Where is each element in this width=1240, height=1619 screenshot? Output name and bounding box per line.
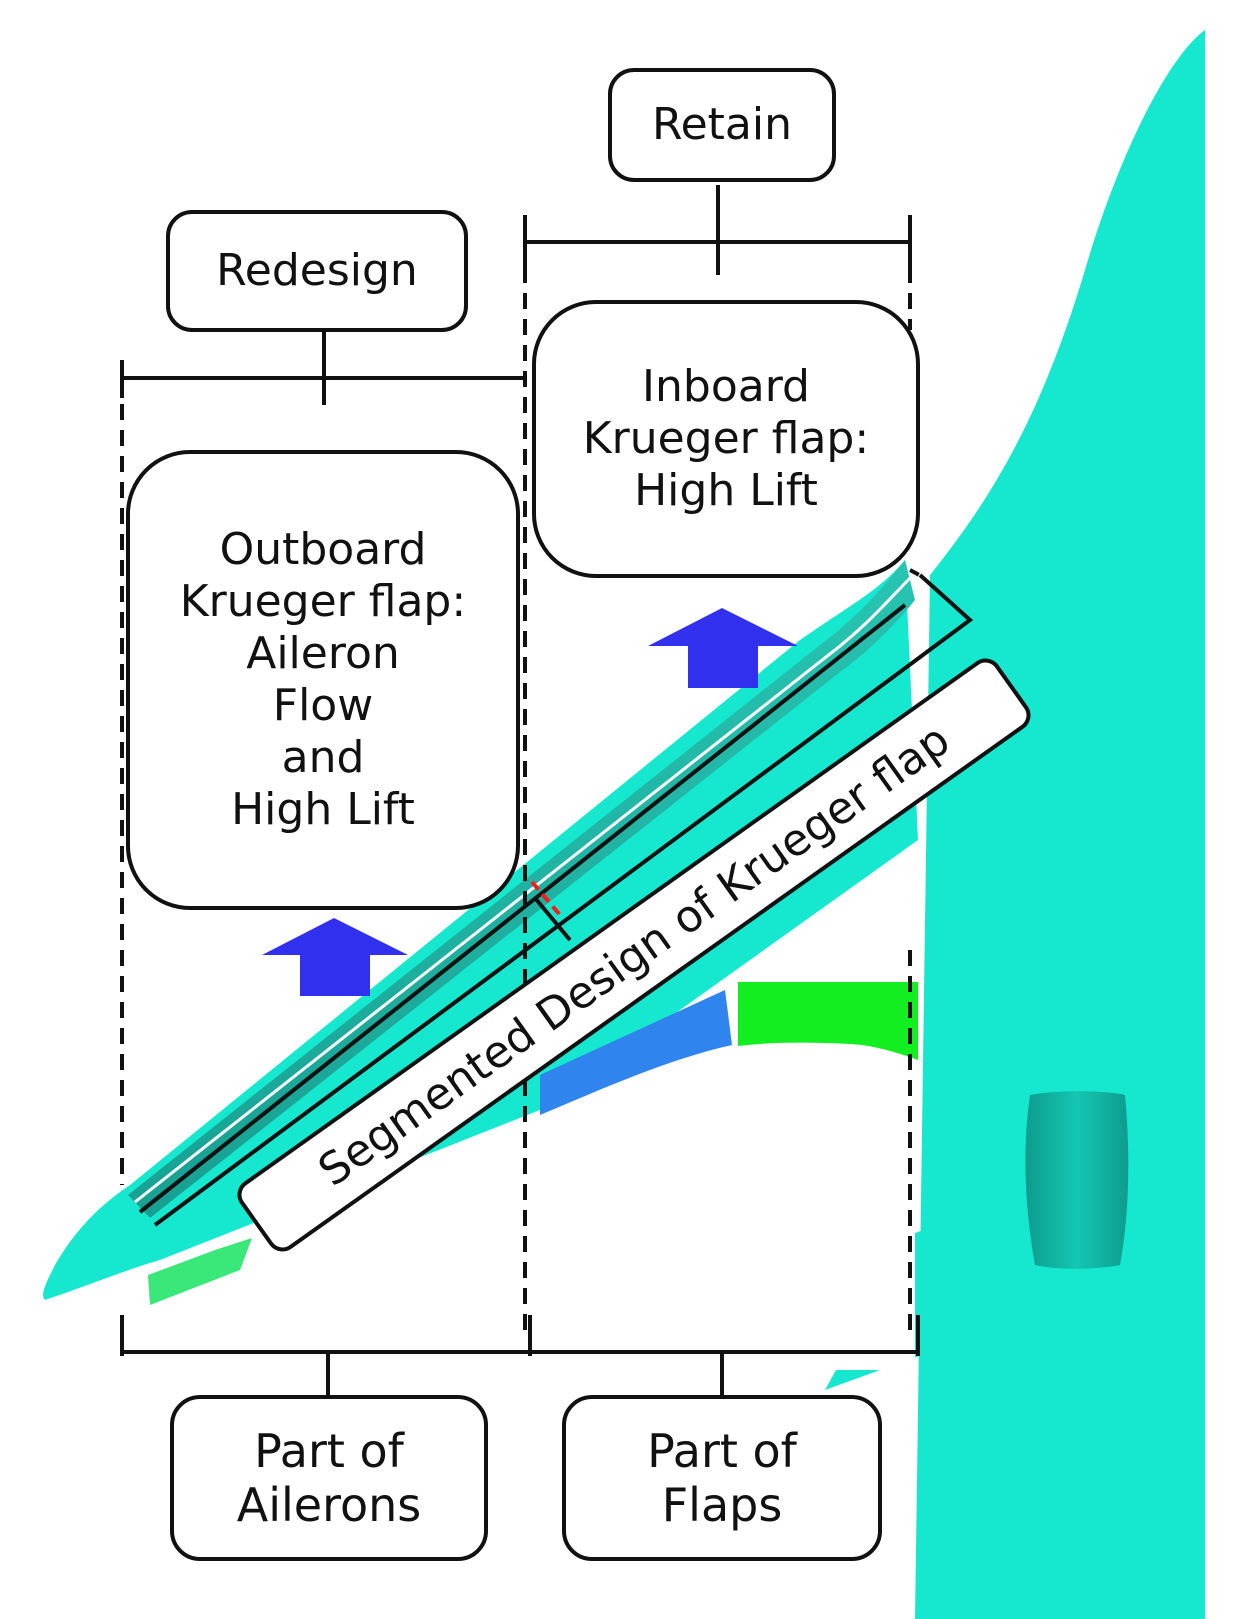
redesign-bracket	[120, 330, 525, 405]
inboard-krueger-box: Inboard Krueger flap: High Lift	[532, 300, 920, 578]
krueger-region-outline	[153, 573, 974, 1227]
ailerons-box: Part of Ailerons	[170, 1395, 488, 1561]
trailing-edge-gap	[540, 1048, 915, 1370]
ailerons-line-2: Ailerons	[236, 1478, 422, 1532]
inboard-line-3: High Lift	[634, 464, 818, 516]
up-arrow-outboard	[262, 918, 408, 996]
flaps-line-1: Part of	[647, 1423, 797, 1478]
aileron-segment	[148, 1238, 252, 1305]
krueger-inner-line	[138, 603, 907, 1214]
up-arrow-inboard	[648, 608, 798, 688]
retain-box: Retain	[608, 68, 836, 182]
outboard-line-2: Krueger flap:	[179, 576, 467, 628]
retain-bracket	[523, 185, 912, 275]
outboard-line-5: and	[281, 731, 365, 783]
segment-split-marker	[530, 880, 562, 917]
redesign-box: Redesign	[166, 210, 468, 332]
retain-label: Retain	[652, 99, 792, 151]
flaps-line-2: Flaps	[661, 1478, 783, 1532]
fuselage	[915, 30, 1205, 1619]
krueger-region-outline-dashed	[909, 568, 926, 580]
flap-green-segment	[738, 982, 918, 1060]
flaps-box: Part of Flaps	[562, 1395, 882, 1561]
outboard-line-4: Flow	[272, 680, 374, 731]
segment-divider	[533, 896, 572, 942]
bottom-bracket	[120, 1315, 920, 1395]
redesign-label: Redesign	[216, 245, 418, 297]
inboard-line-1: Inboard	[642, 361, 810, 413]
section-dashed-lines	[120, 215, 912, 1330]
outboard-line-1: Outboard	[219, 524, 427, 576]
outboard-line-3: Aileron	[246, 628, 400, 680]
flap-blue-segment	[540, 990, 732, 1115]
outboard-line-6: High Lift	[231, 783, 415, 835]
outboard-krueger-box: Outboard Krueger flap: Aileron Flow and …	[126, 450, 520, 910]
slat-highlight	[134, 576, 912, 1204]
ailerons-line-1: Part of	[254, 1423, 404, 1478]
inboard-line-2: Krueger flap:	[582, 413, 870, 465]
engine-nacelle	[1025, 1091, 1129, 1269]
